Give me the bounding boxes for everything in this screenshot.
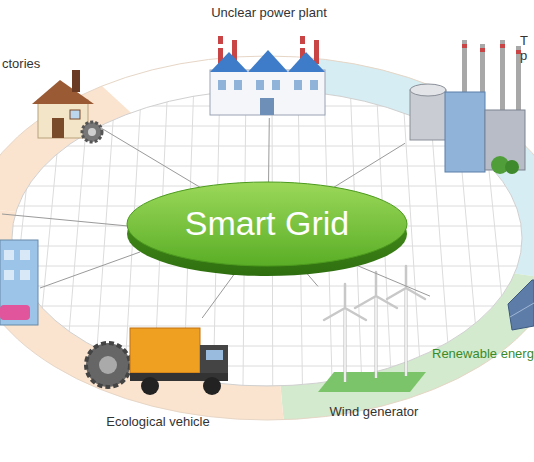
building-icon-part <box>0 240 38 325</box>
grid-component: Wind generator <box>318 280 432 426</box>
thermal-plant-icon <box>410 40 525 174</box>
power-plant-icon <box>210 36 325 115</box>
building-icon-part <box>20 270 30 280</box>
grid-floor-part-part <box>0 366 534 367</box>
wind-turbine-icon-part-part <box>344 308 347 382</box>
truck-icon-part <box>200 345 228 375</box>
power-plant-icon-part <box>234 80 242 90</box>
factory-icon-part <box>70 110 80 119</box>
wind-turbine-icon-part <box>345 288 406 382</box>
power-plant-icon-part <box>210 52 248 72</box>
truck-icon <box>86 328 228 395</box>
power-plant-icon-part <box>218 44 223 48</box>
hub-title: Smart Grid <box>125 178 409 268</box>
power-plant-icon-part <box>218 80 226 90</box>
thermal-plant-icon-part <box>410 90 446 140</box>
factory-icon-part <box>32 80 94 104</box>
power-plant-icon-part <box>272 80 280 90</box>
building-icon-part <box>20 250 30 260</box>
grid-component: Unclear power plant <box>203 2 337 118</box>
building-icon-part <box>4 270 14 280</box>
thermal-plant-icon-part <box>500 44 505 48</box>
factory-icon-part <box>88 128 96 136</box>
power-plant-icon-part <box>260 98 274 115</box>
thermal-plant-icon-part <box>410 84 446 96</box>
wind-turbine-icon-part-part <box>324 284 366 320</box>
grid-link <box>354 264 430 296</box>
wind-turbine-icon-part-part <box>375 296 377 378</box>
grid-component: Ecological vehicle <box>82 318 236 436</box>
component-caption: ctories <box>2 56 40 71</box>
factory-icon-part <box>38 100 88 138</box>
truck-icon-part <box>86 343 130 387</box>
factory-icon-part <box>72 70 80 92</box>
component-caption: Unclear power plant <box>203 5 335 20</box>
component-caption: Ecological vehicle <box>82 414 234 429</box>
power-plant-icon-part <box>210 70 325 115</box>
building-icon <box>0 240 38 325</box>
grid-wires <box>2 214 140 288</box>
power-plant-icon-part <box>294 80 302 90</box>
truck-icon-part <box>99 356 117 374</box>
component-caption: T p <box>520 33 530 63</box>
power-plant-icon-part <box>288 52 325 72</box>
factory-icon-part <box>82 122 102 142</box>
wind-turbine-icon-part <box>318 372 426 392</box>
building-icon-part <box>4 250 14 260</box>
wind-turbine-icon-part <box>345 288 406 382</box>
power-plant-icon-part <box>314 40 319 64</box>
grid-wires-part <box>40 252 140 288</box>
grid-link <box>268 118 270 182</box>
truck-icon-part <box>206 350 223 360</box>
factory-icon <box>32 70 102 142</box>
power-plant-icon-part <box>310 80 318 90</box>
thermal-plant-icon-part <box>505 160 519 174</box>
thermal-plant-icon-part <box>462 44 467 48</box>
power-plant-icon-part <box>300 44 305 48</box>
grid-floor-part <box>12 90 522 386</box>
wind-turbine-icon <box>318 266 426 392</box>
grid-component: ctories <box>2 52 100 144</box>
building-icon-part <box>0 305 30 320</box>
grid-floor-part-part <box>0 306 534 307</box>
grid-link <box>202 273 235 318</box>
wind-turbine-icon-part-part <box>405 288 408 376</box>
wind-turbine-icon-part-part <box>344 308 346 382</box>
grid-link <box>306 272 318 286</box>
grid-component: T p <box>405 30 532 178</box>
thermal-plant-icon-part <box>480 48 485 52</box>
grid-floor <box>0 80 534 400</box>
grid-floor-part <box>0 80 534 400</box>
grid-link <box>334 143 405 187</box>
grid-floor-part <box>12 90 522 386</box>
grid-floor-part-part <box>0 286 534 287</box>
truck-icon-part <box>203 377 221 395</box>
grid-link <box>100 127 201 187</box>
wind-turbine-icon-part-part <box>355 272 397 308</box>
power-plant-icon-part <box>248 50 288 72</box>
power-plant-icon-part <box>256 80 264 90</box>
component-caption: Renewable energ <box>432 346 534 361</box>
truck-icon-part <box>141 377 159 395</box>
factory-icon-part <box>52 118 64 138</box>
component-caption: Wind generator <box>318 404 430 419</box>
grid-wires-part <box>2 214 128 226</box>
wind-turbine-icon-part-part <box>387 266 425 299</box>
wind-turbine-icon-part-part <box>405 288 407 376</box>
solar-panel-icon <box>508 280 534 330</box>
hub-ellipse: Smart Grid <box>125 178 411 278</box>
thermal-plant-icon-part <box>500 40 505 110</box>
truck-icon-part <box>130 328 200 373</box>
wind-turbine-icon-part <box>324 266 425 320</box>
solar-panel-icon-part <box>508 280 534 330</box>
thermal-plant-icon-part <box>462 40 467 100</box>
grid-floor-part-part <box>0 326 534 327</box>
grid-component: Renewable energ <box>430 272 534 364</box>
thermal-plant-icon-part <box>445 92 485 172</box>
outer-ring-border <box>0 56 534 420</box>
wind-turbine-icon-part-part <box>375 296 378 378</box>
solar-panel-icon-part <box>510 303 534 317</box>
